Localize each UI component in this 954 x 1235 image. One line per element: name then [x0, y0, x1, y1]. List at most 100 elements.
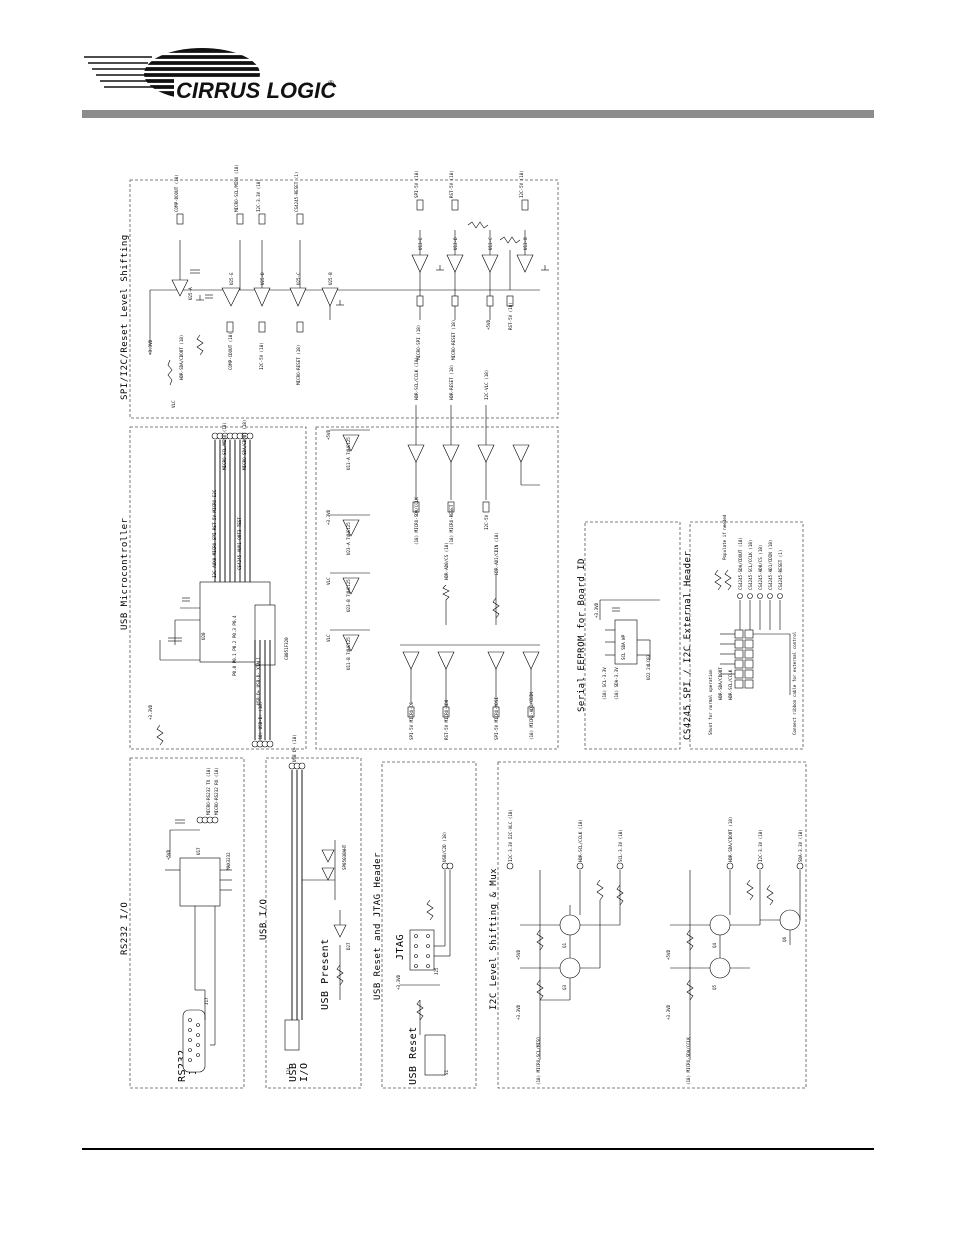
svg-text:(18) MICRO-SDA/CCLK: (18) MICRO-SDA/CCLK — [686, 1037, 691, 1085]
svg-text:CS4245 AUX1 OUT3 TEST: CS4245 AUX1 OUT3 TEST — [237, 517, 242, 570]
svg-text:MICRO-RESET (18): MICRO-RESET (18) — [296, 345, 301, 385]
svg-text:C8051F320: C8051F320 — [284, 637, 289, 660]
svg-text:+3.3VD: +3.3VD — [148, 339, 153, 355]
svg-text:HDR-SCL/CCLK (18): HDR-SCL/CCLK (18) — [414, 357, 419, 400]
svg-text:SPI-5V MICRO-MOSI: SPI-5V MICRO-MOSI — [494, 697, 499, 740]
svg-text:U13-D: U13-D — [453, 237, 458, 250]
label-usb-reset: USB Reset — [408, 1026, 419, 1085]
header-bar — [82, 110, 874, 118]
svg-text:CS4245-SCL/CCLK (18): CS4245-SCL/CCLK (18) — [748, 540, 753, 590]
box-i2c-mux — [497, 761, 807, 1089]
rs232-circuit: MAX3232 U17 MICRO-RS232 TX (18) MICRO-RS… — [165, 767, 232, 1073]
svg-text:+5VD: +5VD — [326, 429, 331, 440]
svg-text:(18) MICRO-SDA/CCLK: (18) MICRO-SDA/CCLK — [414, 497, 419, 545]
svg-text:+3.3VD: +3.3VD — [396, 974, 401, 990]
box-usb-reset-jtag — [381, 761, 477, 1089]
svg-text:Q1: Q1 — [562, 942, 567, 948]
svg-text:I2C-3.3V I2C-VLC (18): I2C-3.3V I2C-VLC (18) — [508, 809, 513, 862]
svg-text:VLC: VLC — [326, 634, 331, 642]
svg-text:HDR-SDA/CDOUT (18): HDR-SDA/CDOUT (18) — [179, 335, 184, 380]
svg-text:SPI-5V (18): SPI-5V (18) — [414, 170, 419, 198]
svg-text:HDR-SDA/CDOUT (18): HDR-SDA/CDOUT (18) — [728, 817, 733, 862]
svg-text:S1: S1 — [444, 1069, 449, 1075]
svg-text:(18) USB-D+ (18): (18) USB-D+ (18) — [258, 702, 263, 742]
svg-text:+3.3VD: +3.3VD — [326, 509, 331, 525]
svg-text:U25-E: U25-E — [229, 272, 234, 285]
svg-text:D27: D27 — [346, 942, 351, 950]
svg-text:COMP-CDOUT (18): COMP-CDOUT (18) — [228, 332, 233, 370]
svg-text:U23-A 74HC125: U23-A 74HC125 — [346, 522, 351, 555]
svg-text:SCL-3.3V (18): SCL-3.3V (18) — [618, 829, 623, 862]
svg-text:HDR-SCL/CCLK (18): HDR-SCL/CCLK (18) — [578, 819, 583, 862]
svg-text:J24: J24 — [286, 1067, 291, 1075]
svg-text:U22 24LC02: U22 24LC02 — [646, 654, 651, 680]
svg-text:RST-5V (18): RST-5V (18) — [508, 302, 513, 330]
svg-text:MICRO-SDA/CDOUT (18): MICRO-SDA/CDOUT (18) — [242, 420, 247, 470]
svg-text:HDR-AD1/CDIN (18): HDR-AD1/CDIN (18) — [494, 532, 499, 575]
svg-text:U25-A: U25-A — [188, 287, 193, 300]
title-i2c-mux: I2C Level Shifting & Mux — [489, 868, 499, 1010]
svg-text:CS4245-AD0/CS (18): CS4245-AD0/CS (18) — [758, 545, 763, 590]
svg-text:VLC: VLC — [326, 577, 331, 585]
title-rs232: RS232 I/O — [120, 902, 130, 955]
svg-text:(18) SCL-3.3V: (18) SCL-3.3V — [602, 667, 607, 700]
usb-microcontroller-u20: I2C-AUX0 MICRO-SPI RST-5V MICRO-I2C CS42… — [148, 420, 289, 748]
svg-text:RST-5V MICRO-AD0: RST-5V MICRO-AD0 — [444, 699, 449, 740]
svg-text:CS4245-SDA/CDOUT (18): CS4245-SDA/CDOUT (18) — [738, 537, 743, 590]
svg-text:CS4245-AD1/CDIN (18): CS4245-AD1/CDIN (18) — [768, 540, 773, 590]
svg-text:+3.3VD: +3.3VD — [516, 1004, 521, 1020]
box-rs232 — [129, 757, 245, 1089]
svg-text:I2C-VLC (18): I2C-VLC (18) — [484, 370, 489, 400]
svg-text:COMP-DOOUT (18): COMP-DOOUT (18) — [174, 174, 179, 212]
svg-text:+3.3VD: +3.3VD — [666, 1004, 671, 1020]
svg-text:+5VD: +5VD — [486, 319, 491, 330]
box-usb-micro — [129, 426, 307, 750]
svg-text:USB-D+ USB-D- XTAL1: USB-D+ USB-D- XTAL1 — [256, 657, 261, 705]
label-usb-present: USB Present — [320, 938, 331, 1010]
svg-text:SP0503BAHT: SP0503BAHT — [342, 844, 347, 870]
footer-rule — [82, 1148, 874, 1150]
svg-text:(18) MICRO-RESET: (18) MICRO-RESET — [449, 504, 454, 545]
svg-text:I2C-5V (18): I2C-5V (18) — [259, 342, 264, 370]
logo-swoosh-mark — [82, 48, 262, 100]
svg-text:CS4245-RESET (1): CS4245-RESET (1) — [778, 550, 783, 590]
svg-text:I2C-5V: I2C-5V — [484, 514, 489, 530]
brand-name: CIRRUS LOGIC — [176, 78, 337, 103]
cirrus-logic-logo: CIRRUS LOGIC ® — [82, 44, 342, 106]
svg-text:MICRO-SCL/MISO (18): MICRO-SCL/MISO (18) — [234, 164, 239, 212]
box-eeprom — [584, 521, 681, 750]
box-usb-io — [265, 757, 362, 1089]
registered-mark: ® — [328, 79, 334, 88]
svg-text:+5VD: +5VD — [516, 949, 521, 960]
svg-text:U23-B 74HC125: U23-B 74HC125 — [346, 579, 351, 612]
svg-text:MAX3232: MAX3232 — [226, 852, 231, 870]
serial-eeprom-u22: +3.3VD SCL SDA WP U22 24LC02 (18) SCL-3.… — [594, 599, 660, 700]
svg-text:CS4245-RESET (1): CS4245-RESET (1) — [294, 172, 299, 212]
svg-text:+3.3VD: +3.3VD — [594, 602, 599, 618]
svg-text:USB D+ (18): USB D+ (18) — [292, 734, 297, 762]
svg-text:Populate if needed: Populate if needed — [722, 514, 727, 560]
label-usb-io-1: USB — [288, 1062, 299, 1082]
svg-text:MICRO-SCL/MISO (18): MICRO-SCL/MISO (18) — [222, 422, 227, 470]
svg-text:+5VD: +5VD — [666, 949, 671, 960]
svg-text:I2C-AUX0 MICRO-SPI RST-5V MICR: I2C-AUX0 MICRO-SPI RST-5V MICRO-I2C — [212, 489, 217, 578]
svg-text:(18) MICRO-AD1/CDIN: (18) MICRO-AD1/CDIN — [529, 692, 534, 740]
svg-text:I2C-3.3V (18): I2C-3.3V (18) — [758, 829, 763, 862]
svg-text:P0.0 P0.1 P0.2 P0.3 P0.4: P0.0 P0.1 P0.2 P0.3 P0.4 — [232, 615, 237, 676]
svg-text:HDR-RESET (18): HDR-RESET (18) — [449, 365, 454, 400]
svg-text:U25-C: U25-C — [296, 272, 301, 285]
title-spi-i2c-level: SPI/I2C/Reset Level Shifting — [120, 234, 130, 400]
svg-text:RST-5V (18): RST-5V (18) — [449, 170, 454, 198]
svg-text:U25-D: U25-D — [260, 272, 265, 285]
svg-text:MICRO-SPI (18): MICRO-SPI (18) — [416, 325, 421, 360]
label-rs232-io-1: RS232 — [177, 1049, 188, 1082]
box-ext-header — [689, 521, 804, 750]
svg-text:MICRO-RESET (18): MICRO-RESET (18) — [451, 320, 456, 360]
svg-text:SDA-3.3V (18): SDA-3.3V (18) — [798, 829, 803, 862]
svg-text:VLC: VLC — [171, 400, 176, 408]
spi-level-shifter-row-top: COMP-DOOUT (18) MICRO-SCL/MISO (18) I2C-… — [148, 164, 549, 408]
svg-text:U13-E: U13-E — [418, 237, 423, 250]
svg-text:USB/C2D (18): USB/C2D (18) — [442, 832, 447, 862]
svg-text:HDR-SDA/CDOUT: HDR-SDA/CDOUT — [718, 667, 723, 700]
